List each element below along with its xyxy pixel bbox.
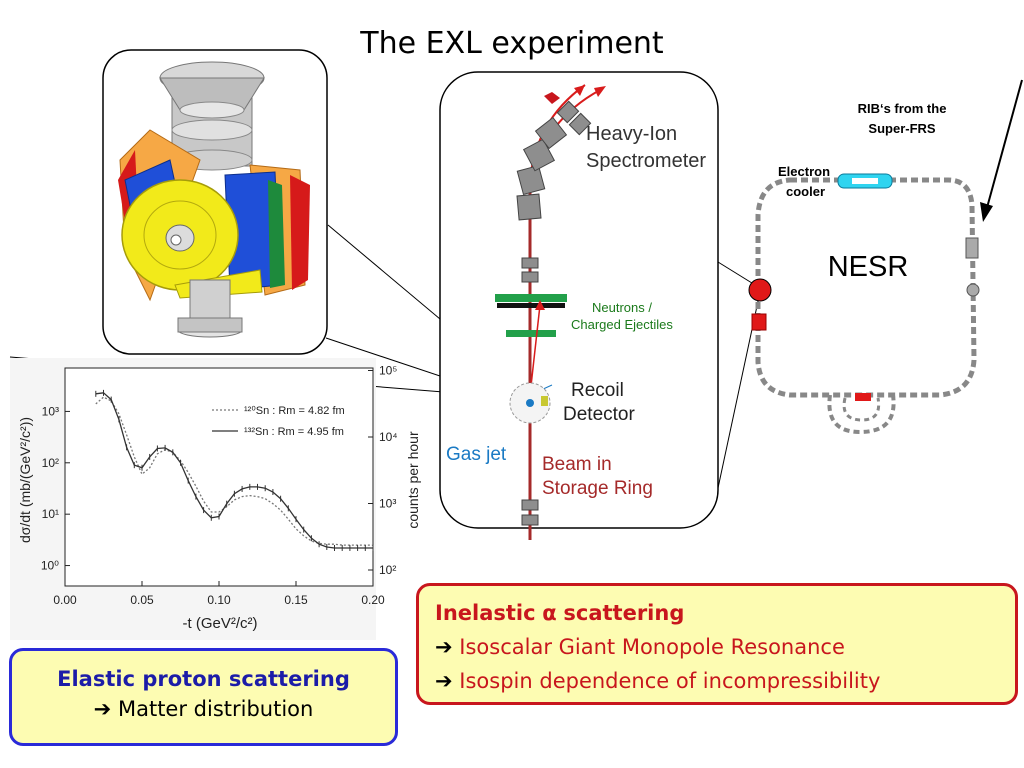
y2-tick-label: 10³ (379, 497, 396, 511)
y2-axis-label: counts per hour (405, 431, 421, 529)
rib-label-1: RIB‘s from the (858, 101, 947, 116)
nesr-ring: RIB‘s from the Super-FRS Electron cooler… (748, 79, 1023, 435)
alpha-symbol: α (542, 601, 557, 625)
nesr-label: NESR (828, 251, 909, 283)
neutrons-label-2: Charged Ejectiles (571, 317, 673, 332)
elastic-scattering-box: Elastic proton scattering ➔ Matter distr… (9, 648, 398, 746)
gas-jet-label: Gas jet (446, 444, 507, 465)
y2-tick-label: 10⁵ (379, 364, 397, 378)
inelastic-title-a: Inelastic (435, 601, 536, 625)
x-tick-label: 0.00 (53, 593, 77, 607)
y-tick-label: 10¹ (42, 507, 59, 521)
inelastic-title-b: scattering (563, 601, 685, 625)
gmr-text: Isoscalar Giant Monopole Resonance (459, 635, 845, 659)
recoil-label-1: Recoil (571, 380, 624, 401)
slide-title: The EXL experiment (360, 26, 664, 61)
y-tick-label: 10³ (42, 404, 59, 418)
x-tick-label: 0.20 (361, 593, 385, 607)
x-tick-label: 0.15 (284, 593, 308, 607)
heavy-ion-label-1: Heavy-Ion (586, 123, 677, 145)
elastic-subtitle-row: ➔ Matter distribution (12, 697, 395, 721)
right-arrow-icon: ➔ (435, 635, 453, 659)
inelastic-line-3: ➔ Isospin dependence of incompressibilit… (435, 664, 1015, 698)
elastic-title: Elastic proton scattering (57, 667, 350, 691)
detector-render-panel (102, 49, 328, 355)
neutrons-label-1: Neutrons / (592, 300, 652, 315)
rib-label-2: Super-FRS (868, 121, 936, 136)
recoil-label-2: Detector (563, 404, 635, 425)
x-axis-label: -t (GeV²/c²) (183, 615, 258, 632)
y-axis-label: dσ/dt (mb/(GeV²/c²)) (17, 417, 33, 543)
heavy-ion-label-2: Spectrometer (586, 150, 706, 172)
x-tick-label: 0.10 (207, 593, 231, 607)
incompressibility-text: Isospin dependence of incompressibility (459, 669, 881, 693)
y-tick-label: 10² (42, 456, 59, 470)
exl-setup-panel: Heavy-Ion Spectrometer Neutrons / Charge… (439, 71, 719, 540)
inelastic-line-2: ➔ Isoscalar Giant Monopole Resonance (435, 630, 1015, 664)
legend-label: ¹³²Sn : Rm = 4.95 fm (244, 426, 344, 438)
y2-tick-label: 10⁴ (379, 430, 398, 444)
right-arrow-icon: ➔ (93, 697, 112, 721)
legend-label: ¹²⁰Sn : Rm = 4.82 fm (244, 405, 345, 417)
cooler-label-1: Electron (778, 164, 830, 179)
x-tick-label: 0.05 (130, 593, 154, 607)
inelastic-scattering-box: Inelastic α scattering ➔ Isoscalar Giant… (416, 583, 1018, 705)
right-arrow-icon: ➔ (435, 669, 453, 693)
y-tick-label: 10⁰ (41, 559, 59, 573)
y2-tick-label: 10² (379, 563, 396, 577)
inelastic-title-row: Inelastic α scattering (435, 596, 1015, 630)
beam-label-2: Storage Ring (542, 478, 653, 499)
cooler-label-2: cooler (786, 184, 825, 199)
cross-section-chart: 0.00 0.05 0.10 0.15 0.20 10⁰ 10¹ 10² 10³ 10² 10³ 10… (10, 358, 421, 640)
beam-label-1: Beam in (542, 454, 612, 475)
elastic-subtitle: Matter distribution (117, 697, 314, 721)
series-line (95, 396, 373, 546)
